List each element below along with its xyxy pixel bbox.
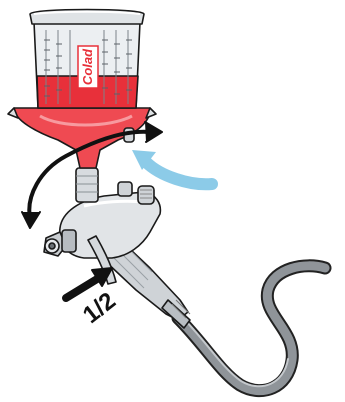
curved-double-arrow-icon [21, 121, 163, 229]
colad-logo: Colad [77, 45, 99, 89]
curved-blue-arrow-icon [132, 150, 218, 191]
black-arrow-icon [62, 267, 113, 302]
spray-gun [43, 167, 191, 329]
cup-brand-label: Colad [80, 48, 95, 85]
air-hose [171, 259, 332, 398]
rotation-fraction-label: 1/2 [78, 287, 121, 329]
